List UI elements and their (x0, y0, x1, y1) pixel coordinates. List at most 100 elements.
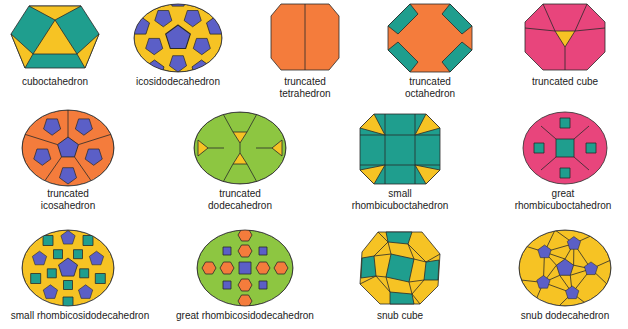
polyhedron-face (538, 245, 551, 258)
polyhedron-face (223, 281, 231, 289)
polyhedron-face (134, 4, 222, 72)
polyhedron-name: truncated cube (532, 76, 598, 88)
polyhedron-face (560, 118, 570, 128)
polyhedron-face (386, 232, 412, 244)
polyhedron-name: truncated dodecahedron (195, 188, 285, 212)
polyhedron-face (233, 153, 247, 164)
polyhedron-face (386, 254, 414, 282)
polyhedron-face (525, 4, 605, 70)
polyhedron-face (22, 110, 114, 186)
polyhedron-face (43, 285, 57, 299)
polyhedron-face (43, 236, 53, 246)
polyhedron-face (541, 126, 589, 170)
polyhedron-face (193, 38, 210, 54)
polyhedron-face (555, 31, 575, 47)
polyhedron-face (233, 132, 247, 143)
polyhedron-face (556, 139, 574, 157)
polyhedron-face (194, 112, 286, 184)
polyhedron-face (415, 114, 440, 135)
polyhedron-face (58, 137, 79, 157)
truncated-tetrahedron-figure (271, 4, 339, 70)
polyhedron-face (274, 262, 288, 274)
polyhedron-face (59, 168, 76, 184)
polyhedron-face (534, 143, 544, 153)
polyhedron-face (256, 262, 270, 274)
polyhedron-name: snub cube (377, 310, 423, 322)
polyhedron-face (442, 4, 472, 34)
polyhedron-face (305, 4, 306, 70)
polyhedron-face (360, 165, 385, 184)
cuboctahedron-figure (11, 6, 99, 68)
polyhedron-face (424, 260, 439, 280)
polyhedron-face (415, 165, 440, 184)
polyhedron-name: truncated icosahedron (28, 188, 108, 212)
polyhedron-face (519, 230, 611, 306)
polyhedron-face (11, 34, 33, 68)
polyhedron-face (560, 168, 570, 178)
polyhedron-face (131, 16, 150, 34)
polyhedron-face (85, 149, 102, 165)
polyhedron-face (22, 108, 114, 186)
polyhedron-face (32, 251, 46, 265)
polyhedron-face (361, 256, 376, 278)
polyhedron-face (388, 4, 472, 72)
polyhedron-face (22, 230, 114, 306)
polyhedron-face (169, 56, 186, 72)
polyhedron-name: great rhombicosidodecahedron (176, 310, 314, 322)
polyhedron-face (131, 0, 226, 78)
polyhedron-face (390, 292, 414, 304)
polyhedron-face (11, 6, 99, 68)
polyhedron-face (220, 262, 234, 274)
polyhedron-face (155, 11, 172, 27)
polyhedron-face (271, 4, 339, 70)
great-rhombicuboctahedron-figure (523, 112, 607, 184)
polyhedron-name: snub dodecahedron (521, 310, 609, 322)
polyhedron-face (194, 112, 286, 184)
polyhedron-face (208, 112, 272, 184)
polyhedron-face (194, 112, 286, 184)
snub-cube-figure (360, 232, 440, 304)
snub-dodecahedron-figure (519, 230, 611, 308)
polyhedron-face (29, 6, 81, 20)
polyhedron-face (202, 262, 216, 274)
polyhedron-face (22, 230, 114, 306)
polyhedron-face (584, 262, 597, 275)
polyhedron-face (47, 269, 56, 278)
polyhedron-face (525, 4, 605, 70)
polyhedron-face (360, 114, 440, 184)
polyhedron-face (54, 250, 63, 259)
polyhedron-face (566, 286, 579, 299)
polyhedron-face (519, 230, 611, 306)
small-rhombicuboctahedron-figure (360, 114, 440, 184)
polyhedron-face (207, 16, 226, 34)
polyhedron-face (259, 281, 267, 289)
polyhedron-face (198, 140, 208, 156)
polyhedron-face (31, 274, 41, 284)
polyhedron-face (388, 42, 418, 72)
polyhedron-face (95, 274, 105, 284)
polyhedron-face (34, 149, 51, 165)
truncated-dodecahedron-figure (194, 112, 286, 184)
polyhedron-face (197, 230, 293, 306)
polyhedron-face (146, 38, 163, 54)
polyhedron-face (586, 143, 596, 153)
polyhedron-face (83, 236, 93, 246)
polyhedron-face (519, 230, 611, 308)
polyhedron-face (166, 25, 191, 49)
icosidodecahedron-figure (131, 0, 226, 78)
polyhedron-face (238, 229, 252, 241)
polyhedron-face (134, 4, 222, 72)
polyhedron-face (64, 281, 73, 290)
polyhedron-face (223, 247, 231, 255)
truncated-cube-figure (525, 4, 605, 70)
polyhedron-face (22, 230, 114, 307)
polyhedron-face (567, 237, 580, 250)
polyhedron-face (63, 297, 73, 307)
polyhedron-name: truncated tetrahedron (268, 76, 343, 100)
polyhedron-face (360, 232, 440, 304)
polyhedron-face (239, 262, 251, 274)
polyhedron-face (80, 269, 89, 278)
polyhedron-face (523, 112, 607, 184)
polyhedron-face (89, 251, 103, 265)
